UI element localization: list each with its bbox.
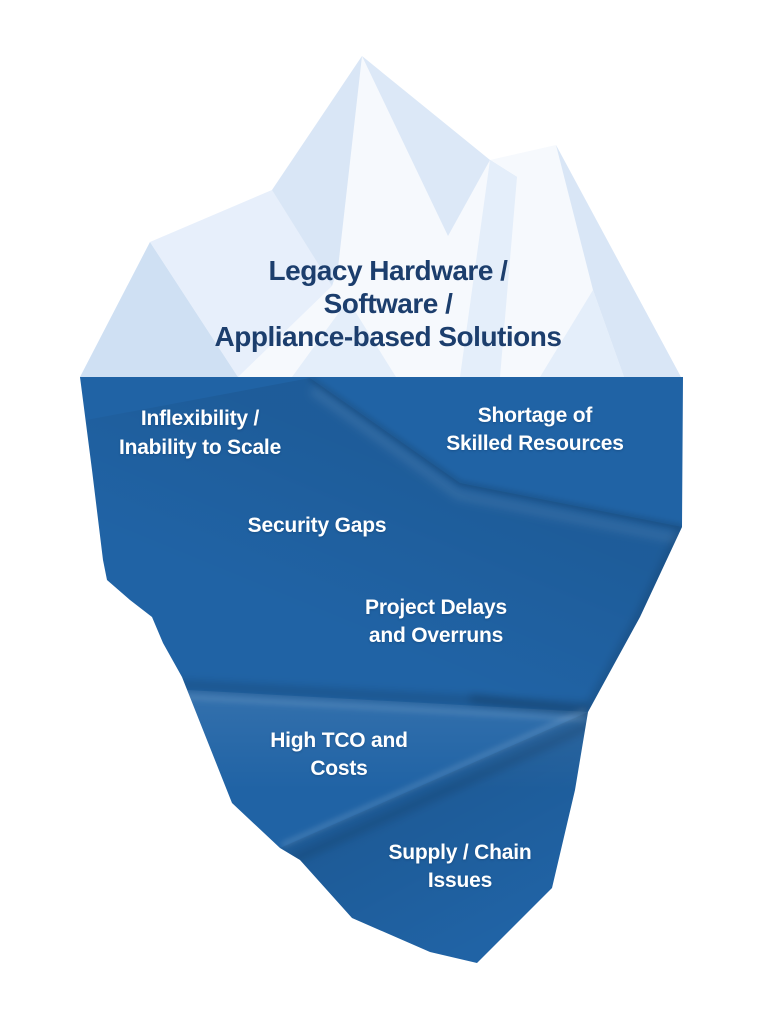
facet-security-tint [86,378,682,712]
crease-fold-tip-shadow [469,695,589,715]
iceberg-above-water [80,56,681,377]
crease-lower-shadow [290,719,594,865]
title-line-1: Legacy Hardware / [269,255,509,286]
ice-facet-bottom-center [292,300,396,377]
project-delays-line-1: Project Delays [365,596,507,619]
ice-facet-left-mid [150,190,332,377]
supply-chain-line-2: Issues [428,869,492,892]
title-line-2: Software / [324,288,454,319]
submerged-label-inflexibility: Inflexibility / Inability to Scale [119,407,281,459]
ice-facet-peak-left [272,56,362,286]
supply-chain-line-1: Supply / Chain [388,841,531,864]
ice-facet-center-band [460,160,517,377]
submerged-label-security: Security Gaps [248,514,387,537]
shortage-line-2: Skilled Resources [446,432,624,455]
submerged-label-project-delays: Project Delays and Overruns [365,596,507,647]
submerged-facet-shading [86,377,683,963]
facet-supply-tint [280,712,588,963]
security-line-1: Security Gaps [248,514,387,537]
crease-lower-highlight [281,708,587,847]
crease-upper [308,377,683,529]
shortage-line-1: Shortage of [478,404,594,427]
title-line-3: Appliance-based Solutions [215,321,562,352]
iceberg-tip-title: Legacy Hardware / Software / Appliance-b… [215,255,562,352]
crease-upper-highlight [309,386,679,543]
submerged-label-shortage: Shortage of Skilled Resources [446,404,624,455]
iceberg-submerged [80,377,683,963]
submerged-label-supply-chain: Supply / Chain Issues [388,841,531,892]
project-delays-line-2: and Overruns [369,624,503,647]
ice-facet-peak-right [362,56,490,236]
submerged-label-high-tco: High TCO and Costs [270,729,408,780]
inflexibility-line-2: Inability to Scale [119,436,281,459]
ice-facet-right-band [556,145,681,377]
high-tco-line-2: Costs [310,757,367,780]
high-tco-line-1: High TCO and [270,729,408,752]
ice-facet-left-wedge [80,242,238,377]
inflexibility-line-1: Inflexibility / [141,407,260,430]
crease-mid-highlight [149,692,587,722]
ice-facet-right-bottom [540,290,624,377]
